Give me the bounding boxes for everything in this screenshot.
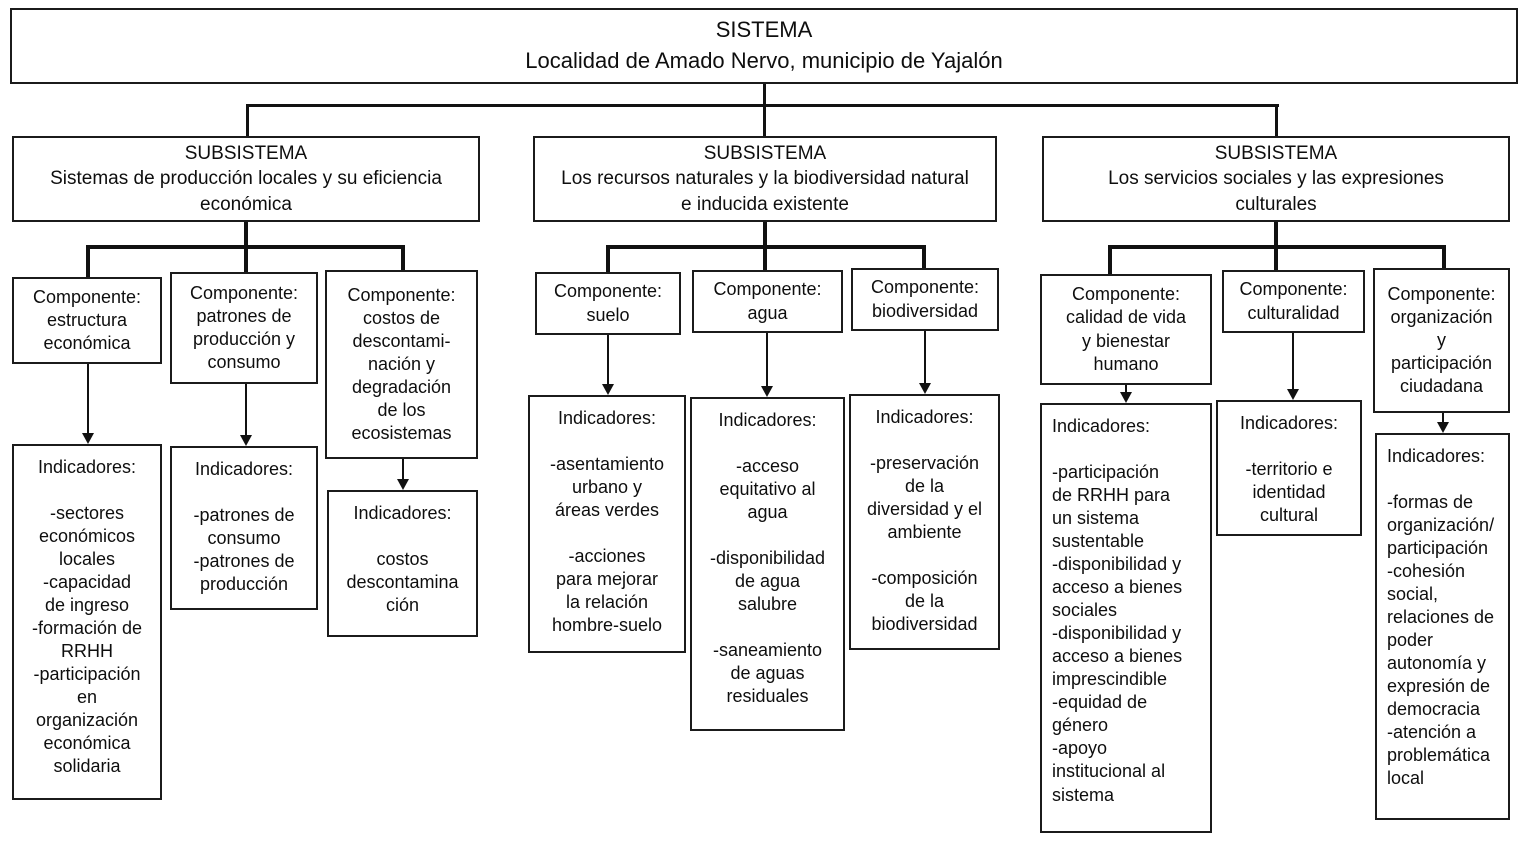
arrow-down-icon	[1287, 333, 1299, 400]
subsystem-name: Los servicios sociales y las expresiones…	[1108, 168, 1444, 215]
indicators-box-economic-structure: Indicadores: -sectores económicos locale…	[12, 444, 162, 800]
component-box-biodiversity: Componente: biodiversidad	[851, 268, 999, 331]
connector-line	[1275, 104, 1278, 136]
arrow-down-icon	[397, 459, 409, 490]
indicators-box-decontamination-costs: Indicadores: costos descontamina ción	[327, 490, 478, 637]
arrow-down-icon	[1437, 413, 1449, 433]
system-title: SISTEMA	[715, 17, 813, 43]
connector-line	[763, 84, 766, 107]
arrow-down-icon	[919, 331, 931, 394]
subsystem-heading: SUBSISTEMA	[184, 143, 308, 165]
subsystem-box-social-services: SUBSISTEMA Los servicios sociales y las …	[1042, 136, 1510, 222]
connector-line	[244, 245, 248, 272]
connector-line	[244, 222, 248, 249]
connector-line	[86, 245, 90, 277]
component-box-culturality: Componente: culturalidad	[1222, 270, 1365, 333]
connector-line	[606, 245, 610, 272]
component-box-soil: Componente: suelo	[535, 272, 681, 335]
indicators-box-culturality: Indicadores: -territorio e identidad cul…	[1216, 400, 1362, 536]
subsystem-box-natural-resources: SUBSISTEMA Los recursos naturales y la b…	[533, 136, 997, 222]
indicators-box-production-consumption-patterns: Indicadores: -patrones de consumo -patro…	[170, 446, 318, 610]
connector-line	[1442, 245, 1446, 268]
arrow-down-icon	[602, 335, 614, 395]
connector-line	[401, 245, 405, 270]
component-box-quality-of-life: Componente: calidad de vida y bienestar …	[1040, 274, 1212, 385]
indicators-box-quality-of-life: Indicadores: -participación de RRHH para…	[1040, 403, 1212, 833]
subsystem-heading: SUBSISTEMA	[703, 143, 827, 165]
system-subtitle: Localidad de Amado Nervo, municipio de Y…	[525, 48, 1003, 73]
connector-line	[246, 104, 1279, 107]
component-box-organization-participation: Componente: organización y participación…	[1373, 268, 1510, 413]
component-box-economic-structure: Componente: estructura económica	[12, 277, 162, 364]
arrow-down-icon	[82, 364, 94, 444]
subsystem-box-production: SUBSISTEMA Sistemas de producción locale…	[12, 136, 480, 222]
indicators-box-soil: Indicadores: -asentamiento urbano y área…	[528, 395, 686, 653]
connector-line	[763, 104, 766, 136]
connector-line	[763, 245, 767, 270]
indicators-box-biodiversity: Indicadores: -preservación de la diversi…	[849, 394, 1000, 650]
arrow-down-icon	[761, 333, 773, 397]
connector-line	[246, 104, 249, 136]
subsystem-name: Los recursos naturales y la biodiversida…	[561, 168, 969, 215]
arrow-down-icon	[240, 384, 252, 446]
component-box-production-consumption-patterns: Componente: patrones de producción y con…	[170, 272, 318, 384]
arrow-down-icon	[1120, 385, 1132, 403]
system-box: SISTEMA Localidad de Amado Nervo, munici…	[10, 8, 1518, 84]
component-box-decontamination-costs: Componente: costos de descontami- nación…	[325, 270, 478, 459]
indicators-box-organization-participation: Indicadores: -formas de organización/ pa…	[1375, 433, 1510, 820]
connector-line	[1108, 245, 1112, 274]
subsystem-name: Sistemas de producción locales y su efic…	[50, 168, 442, 215]
connector-line	[1274, 222, 1278, 249]
subsystem-heading: SUBSISTEMA	[1214, 143, 1338, 165]
connector-line	[922, 245, 926, 268]
connector-line	[763, 222, 767, 249]
indicators-box-water: Indicadores: -acceso equitativo al agua …	[690, 397, 845, 731]
component-box-water: Componente: agua	[692, 270, 843, 333]
connector-line	[1274, 245, 1278, 270]
